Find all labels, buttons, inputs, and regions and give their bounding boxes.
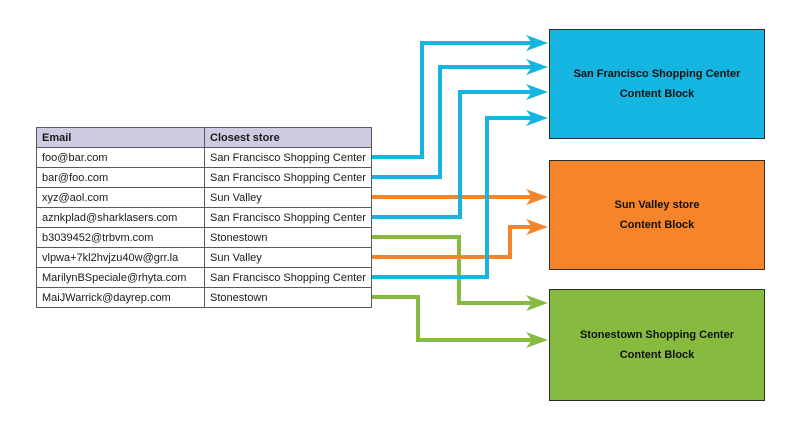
arrowhead-icon xyxy=(526,295,548,311)
sv-content-block: Sun Valley store Content Block xyxy=(549,160,765,270)
arrowhead-icon xyxy=(526,59,548,75)
sv-block-subtitle: Content Block xyxy=(619,219,695,231)
connector-line xyxy=(372,90,534,219)
sf-content-block: San Francisco Shopping Center Content Bl… xyxy=(549,29,765,139)
header-email: Email xyxy=(36,127,205,148)
store-cell: Stonestown xyxy=(204,287,372,308)
st-block-title: Stonestown Shopping Center xyxy=(580,329,734,341)
header-closest-store: Closest store xyxy=(204,127,372,148)
email-cell: MaiJWarrick@dayrep.com xyxy=(36,287,205,308)
sf-block-title: San Francisco Shopping Center xyxy=(573,68,741,80)
sf-block-subtitle: Content Block xyxy=(619,88,695,100)
arrowhead-icon xyxy=(526,84,548,100)
st-content-block: Stonestown Shopping Center Content Block xyxy=(549,289,765,401)
arrowhead-icon xyxy=(526,219,548,235)
sv-block-title: Sun Valley store xyxy=(614,199,700,211)
store-cell: San Francisco Shopping Center xyxy=(204,207,372,228)
arrowhead-icon xyxy=(526,35,548,51)
connector-line xyxy=(372,65,534,179)
store-cell: San Francisco Shopping Center xyxy=(204,267,372,288)
connector-line xyxy=(372,41,534,159)
arrowhead-icon xyxy=(526,332,548,348)
connector-line xyxy=(372,116,534,279)
st-block-subtitle: Content Block xyxy=(619,349,695,361)
connector-line xyxy=(372,225,534,259)
arrowhead-icon xyxy=(526,110,548,126)
connector-line xyxy=(372,295,534,342)
email-cell: aznkplad@sharklasers.com xyxy=(36,207,205,228)
table-header-row: Email Closest store xyxy=(36,127,372,148)
connector-line xyxy=(372,235,534,305)
arrowhead-icon xyxy=(526,189,548,205)
email-cell: MarilynBSpeciale@rhyta.com xyxy=(36,267,205,288)
store-cell: San Francisco Shopping Center xyxy=(204,167,372,188)
